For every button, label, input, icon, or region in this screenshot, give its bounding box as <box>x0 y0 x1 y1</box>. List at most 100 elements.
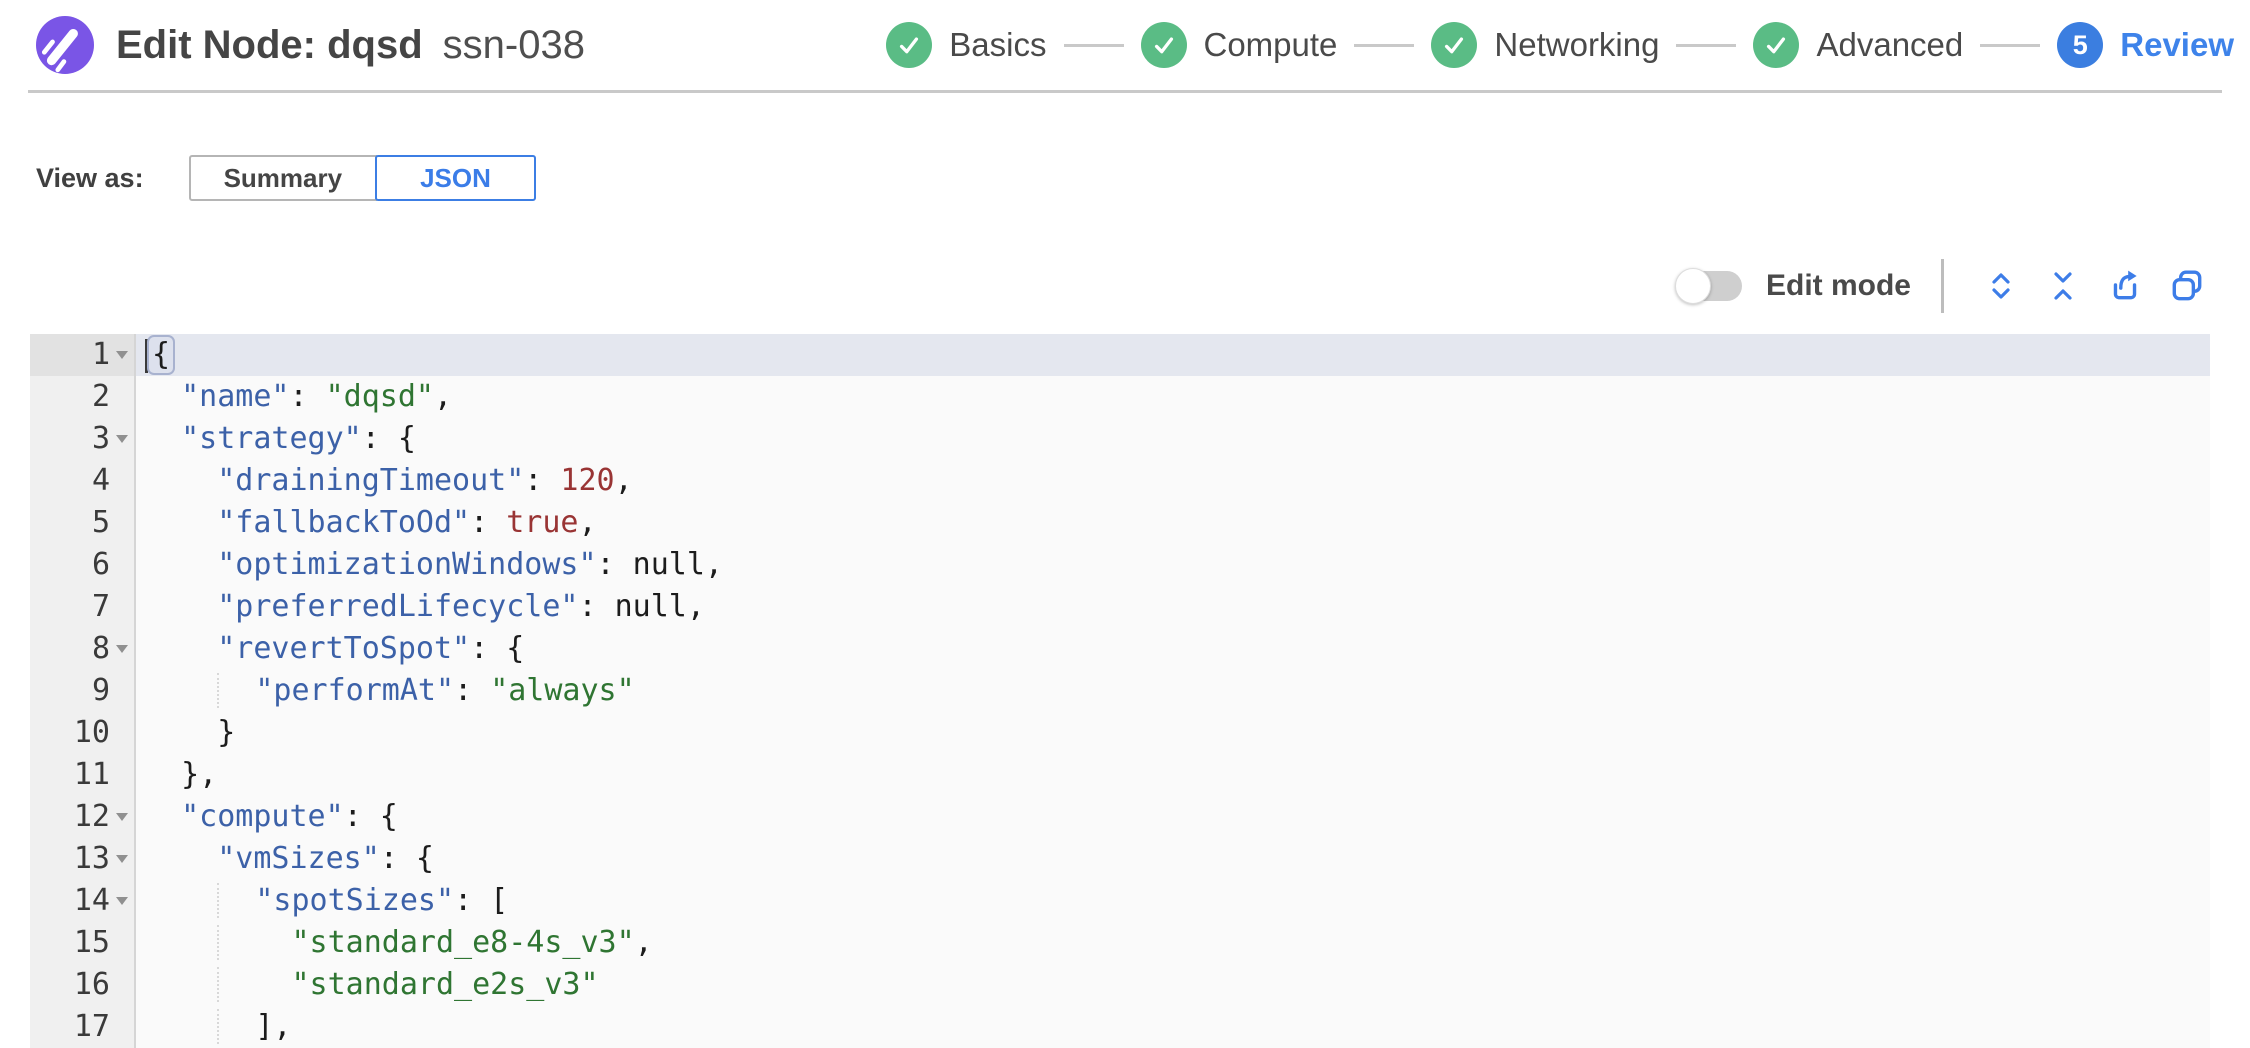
editor-line: 14 "spotSizes": [ <box>30 880 2210 922</box>
code-line[interactable]: ], <box>136 1006 2210 1048</box>
line-number-gutter: 2 <box>30 376 136 418</box>
expand-all-button[interactable] <box>1981 266 2021 306</box>
line-number-gutter: 16 <box>30 964 136 1006</box>
editor-line: 13 "vmSizes": { <box>30 838 2210 880</box>
code-line[interactable]: "vmSizes": { <box>217 841 434 876</box>
fold-spacer <box>110 586 134 628</box>
check-icon <box>1753 22 1800 68</box>
code-line[interactable]: "performAt": "always" <box>136 670 2210 712</box>
fold-spacer <box>110 922 134 964</box>
code-line[interactable]: "fallbackToOd": true, <box>217 505 597 540</box>
expand-icon <box>1992 273 2010 299</box>
code-line[interactable]: "compute": { <box>181 799 398 834</box>
fold-toggle-icon[interactable] <box>110 628 134 670</box>
edit-mode-toggle[interactable] <box>1674 268 1742 304</box>
editor-line: 15 "standard_e8-4s_v3", <box>30 922 2210 964</box>
editor-line: 2 "name": "dqsd", <box>30 376 2210 418</box>
editor-line: 6 "optimizationWindows": null, <box>30 544 2210 586</box>
code-line[interactable]: "drainingTimeout": 120, <box>217 463 633 498</box>
code-line[interactable]: "spotSizes": [ <box>136 880 2210 922</box>
copy-button[interactable] <box>2167 266 2207 306</box>
check-icon <box>886 22 933 68</box>
code-line[interactable]: "revertToSpot": { <box>217 631 525 666</box>
json-button[interactable]: JSON <box>375 155 536 201</box>
code-line[interactable]: "name": "dqsd", <box>181 379 453 414</box>
fold-spacer <box>110 376 134 418</box>
code-line[interactable]: { <box>136 334 2210 376</box>
code-line[interactable]: "standard_e8-4s_v3", <box>136 922 2210 964</box>
export-button[interactable] <box>2105 266 2145 306</box>
check-icon <box>1140 22 1187 68</box>
step-label: Advanced <box>1816 26 1964 63</box>
step-basics[interactable]: Basics <box>886 22 1047 68</box>
fold-spacer <box>110 502 134 544</box>
step-networking[interactable]: Networking <box>1431 22 1659 68</box>
fold-toggle-icon[interactable] <box>110 418 134 460</box>
node-id-subtitle: ssn-038 <box>442 22 585 67</box>
editor-line: 5 "fallbackToOd": true, <box>30 502 2210 544</box>
summary-button[interactable]: Summary <box>188 155 378 201</box>
step-label: Compute <box>1203 26 1338 63</box>
editor-line: 16 "standard_e2s_v3" <box>30 964 2210 1006</box>
editor-line: 9 "performAt": "always" <box>30 670 2210 712</box>
line-number-gutter: 13 <box>30 838 136 880</box>
code-line[interactable]: }, <box>181 757 218 792</box>
fold-spacer <box>110 754 134 796</box>
code-line[interactable]: "preferredLifecycle": null, <box>217 589 705 624</box>
step-compute[interactable]: Compute <box>1140 22 1338 68</box>
editor-line: 3 "strategy": { <box>30 418 2210 460</box>
line-number-gutter: 9 <box>30 670 136 712</box>
code-line[interactable]: } <box>217 715 236 750</box>
code-line[interactable]: "optimizationWindows": null, <box>217 547 723 582</box>
line-number-gutter: 11 <box>30 754 136 796</box>
line-number-gutter: 3 <box>30 418 136 460</box>
fold-toggle-icon[interactable] <box>110 838 134 880</box>
line-number-gutter: 15 <box>30 922 136 964</box>
fold-toggle-icon[interactable] <box>110 880 134 922</box>
view-as-label: View as: <box>36 162 144 193</box>
header-divider <box>28 90 2222 93</box>
code-line[interactable]: "strategy": { <box>181 421 416 456</box>
page-title: Edit Node: dqsd <box>116 22 423 67</box>
export-icon <box>2113 270 2137 300</box>
editor-toolbar: Edit mode <box>0 259 2250 313</box>
step-connector <box>1980 43 2041 47</box>
view-as-switch: Summary JSON <box>188 155 536 201</box>
step-connector <box>1676 43 1737 47</box>
fold-toggle-icon[interactable] <box>110 796 134 838</box>
line-number-gutter: 7 <box>30 586 136 628</box>
step-advanced[interactable]: Advanced <box>1753 22 1963 68</box>
editor-line: 17 ], <box>30 1006 2210 1048</box>
fold-spacer <box>110 1006 134 1048</box>
collapse-icon <box>2054 272 2072 300</box>
code-line[interactable]: "standard_e2s_v3" <box>136 964 2210 1006</box>
editor-line: 11 }, <box>30 754 2210 796</box>
line-number-gutter: 12 <box>30 796 136 838</box>
view-as-row: View as: Summary JSON <box>36 155 2250 201</box>
copy-icon <box>2172 270 2202 301</box>
line-number-gutter: 1 <box>30 334 136 376</box>
editor-line: 12 "compute": { <box>30 796 2210 838</box>
editor-line: 8 "revertToSpot": { <box>30 628 2210 670</box>
line-number-gutter: 5 <box>30 502 136 544</box>
editor-line: 4 "drainingTimeout": 120, <box>30 460 2210 502</box>
line-number-gutter: 17 <box>30 1006 136 1048</box>
collapse-all-button[interactable] <box>2043 266 2083 306</box>
toolbar-divider <box>1941 259 1944 313</box>
wizard-header: Edit Node: dqsd ssn-038 Basics Compute Net… <box>0 0 2250 90</box>
spot-logo-icon <box>36 16 94 74</box>
editor-line: 7 "preferredLifecycle": null, <box>30 586 2210 628</box>
check-icon <box>1431 22 1478 68</box>
line-number-gutter: 6 <box>30 544 136 586</box>
step-connector <box>1063 43 1124 47</box>
fold-spacer <box>110 670 134 712</box>
edit-mode-label: Edit mode <box>1765 269 1911 302</box>
json-editor[interactable]: 1{2 "name": "dqsd",3 "strategy": {4 "dra… <box>30 334 2210 1048</box>
step-label: Basics <box>949 26 1047 63</box>
text-cursor <box>145 338 148 373</box>
fold-toggle-icon[interactable] <box>110 334 134 376</box>
line-number-gutter: 14 <box>30 880 136 922</box>
step-connector <box>1354 43 1415 47</box>
fold-spacer <box>110 460 134 502</box>
